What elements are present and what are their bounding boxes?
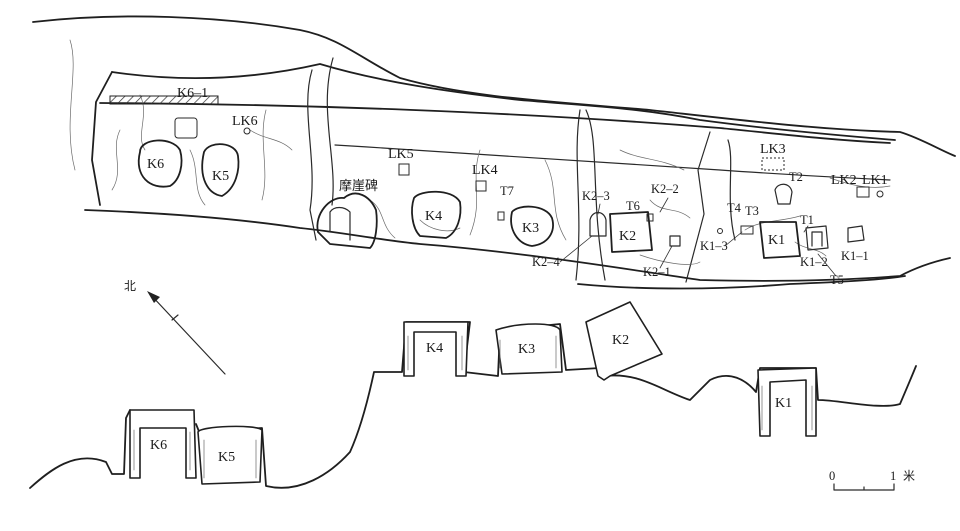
label-t5: T5 <box>830 273 844 287</box>
label-t1: T1 <box>800 213 814 227</box>
label-k1-3: K1–3 <box>700 239 728 253</box>
elev-niche-k2 <box>585 301 663 381</box>
niche-k1-2 <box>805 225 829 251</box>
label-k6: K6 <box>147 157 164 172</box>
elev-label-k5: K5 <box>218 450 235 465</box>
label-k2-4: K2–4 <box>532 255 561 269</box>
niche-t7 <box>497 211 505 221</box>
niche-lk3 <box>761 157 785 171</box>
label-k3: K3 <box>522 221 539 236</box>
plan-view <box>32 15 956 290</box>
elev-niche-k4 <box>403 321 469 377</box>
midline-ledge <box>334 144 891 181</box>
niche-t3 <box>740 225 754 235</box>
niche-k3 <box>510 205 554 247</box>
label-k2-3: K2–3 <box>582 189 610 203</box>
scale-one: 1 <box>890 469 896 483</box>
label-lk5: LK5 <box>388 147 414 162</box>
niche-k4 <box>411 190 462 239</box>
divider-2 <box>326 57 334 206</box>
elev-label-k2: K2 <box>612 333 629 348</box>
scale-unit: 米 <box>903 469 915 483</box>
divider-1 <box>307 69 317 241</box>
niche-lk4 <box>475 180 487 192</box>
elev-niche-k5 <box>197 425 263 485</box>
niche-lk6 <box>243 127 251 135</box>
niche-k2-3 <box>589 211 607 237</box>
niche-k6 <box>137 139 183 188</box>
elev-niche-k3 <box>495 323 563 375</box>
north-arrow-tick <box>171 314 179 321</box>
k6-1-hatched-bar <box>109 95 219 105</box>
elev-niche-k1 <box>757 367 817 437</box>
elevation-view: K4 K3 K2 K1 K6 K5 <box>29 301 917 489</box>
niche-t6 <box>646 213 654 222</box>
niche-k1 <box>759 221 801 259</box>
elev-stipple <box>133 335 813 479</box>
niche-lk2 <box>856 186 870 198</box>
elev-label-k1: K1 <box>775 396 792 411</box>
label-k2: K2 <box>619 229 636 244</box>
niche-k2 <box>609 211 653 253</box>
divider-6 <box>727 139 736 241</box>
niche-t2 <box>774 183 793 205</box>
label-lk1: LK1 <box>862 173 888 188</box>
elev-niche-k6 <box>129 409 197 479</box>
crack-lines <box>139 94 827 257</box>
scale-zero: 0 <box>829 469 835 483</box>
label-k4: K4 <box>425 209 442 224</box>
label-t7: T7 <box>500 184 514 198</box>
label-t6: T6 <box>626 199 640 213</box>
north-arrow-shaft <box>149 293 226 375</box>
divider-5 <box>685 131 711 283</box>
label-k2-1: K2–1 <box>643 265 671 279</box>
scale-bar: 0 1 米 <box>829 469 915 491</box>
divider-3 <box>575 109 581 281</box>
niche-lk1 <box>876 190 884 198</box>
left-wall-panel <box>91 71 113 206</box>
label-t3: T3 <box>745 204 759 218</box>
leader-lines <box>559 197 837 277</box>
elev-label-k3: K3 <box>518 342 535 357</box>
label-k1-2: K1–2 <box>800 255 828 269</box>
label-stele: 摩崖碑 <box>339 178 378 194</box>
elev-label-k4: K4 <box>426 341 443 356</box>
north-label: 北 <box>124 279 136 293</box>
label-lk3: LK3 <box>760 142 786 157</box>
scale-bar-line <box>833 483 895 491</box>
label-lk4: LK4 <box>472 163 498 178</box>
label-k5: K5 <box>212 169 229 184</box>
label-lk2: LK2 <box>831 173 857 188</box>
divider-4 <box>585 109 606 281</box>
stele-block <box>316 192 378 249</box>
plan-labels: K6–1 LK6 K6 K5 LK5 摩崖碑 LK4 K4 T7 K3 K2–3… <box>147 86 888 287</box>
upper-ledge-line <box>111 63 896 141</box>
elev-label-k6: K6 <box>150 438 167 453</box>
label-k6-1: K6–1 <box>177 86 208 101</box>
niche-lk5 <box>398 163 410 176</box>
label-t4: T4 <box>727 201 742 215</box>
niche-k6-1 <box>174 117 198 139</box>
label-k2-2: K2–2 <box>651 182 679 196</box>
label-k1: K1 <box>768 233 785 248</box>
wall-base-line <box>84 209 951 282</box>
niche-k1-1 <box>847 225 865 243</box>
north-arrow: 北 <box>124 279 226 375</box>
niche-t4 <box>717 228 723 234</box>
label-lk6: LK6 <box>232 114 258 129</box>
cliff-top-edge <box>32 15 956 157</box>
label-k1-1: K1–1 <box>841 249 869 263</box>
north-arrow-head-icon <box>147 291 160 303</box>
label-t2: T2 <box>789 170 803 184</box>
lower-wall-line <box>577 275 906 290</box>
niche-k2-1 <box>669 235 681 247</box>
niche-k5 <box>201 143 240 197</box>
main-recess-line <box>99 102 891 144</box>
stele-inner <box>329 206 351 241</box>
